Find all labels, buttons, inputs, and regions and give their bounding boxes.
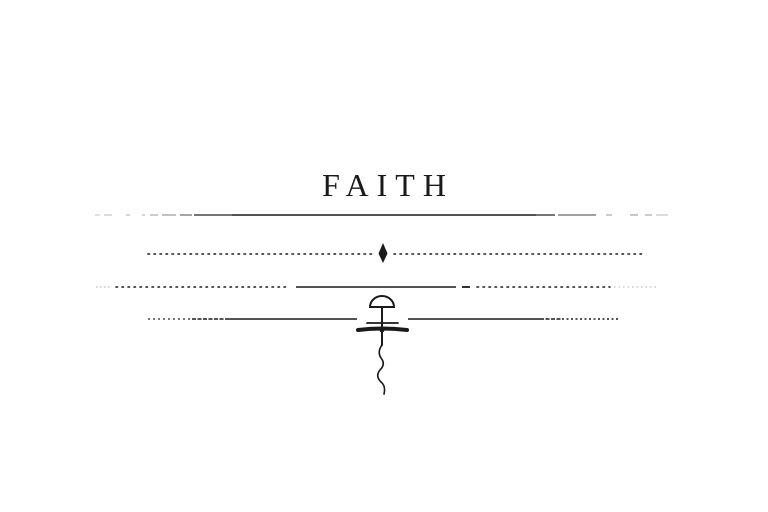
diamond-icon	[378, 243, 388, 263]
divider-line-2	[147, 243, 643, 263]
page-title: FAITH	[322, 167, 454, 203]
anchor-cross-emblem-icon	[356, 295, 409, 395]
